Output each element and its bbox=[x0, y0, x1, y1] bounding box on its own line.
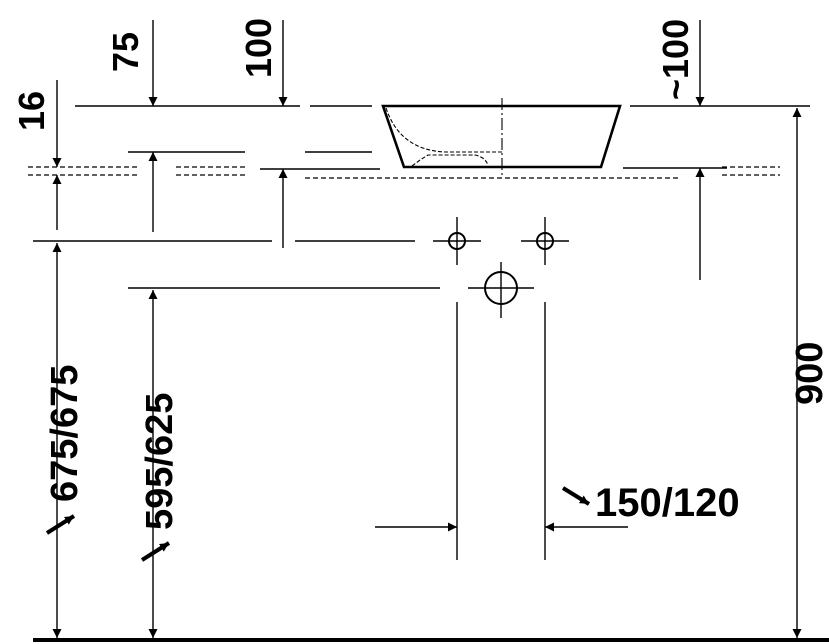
dim-595: 595/625 bbox=[139, 393, 181, 530]
water-connection-left bbox=[433, 217, 481, 265]
dim-75: 75 bbox=[105, 32, 146, 72]
dim-100: 100 bbox=[238, 18, 279, 78]
dim-16: 16 bbox=[11, 91, 52, 131]
water-connection-right bbox=[521, 217, 569, 265]
basin-outline bbox=[381, 98, 622, 178]
dim-675: 675/675 bbox=[44, 365, 86, 502]
drain-connection bbox=[468, 262, 534, 318]
dim-100-approx: ~100 bbox=[655, 19, 696, 100]
dimension-arrows bbox=[45, 20, 802, 638]
dim-150: 150/120 bbox=[595, 481, 740, 525]
dim-900: 900 bbox=[789, 342, 829, 405]
dashed-lines bbox=[28, 166, 780, 179]
